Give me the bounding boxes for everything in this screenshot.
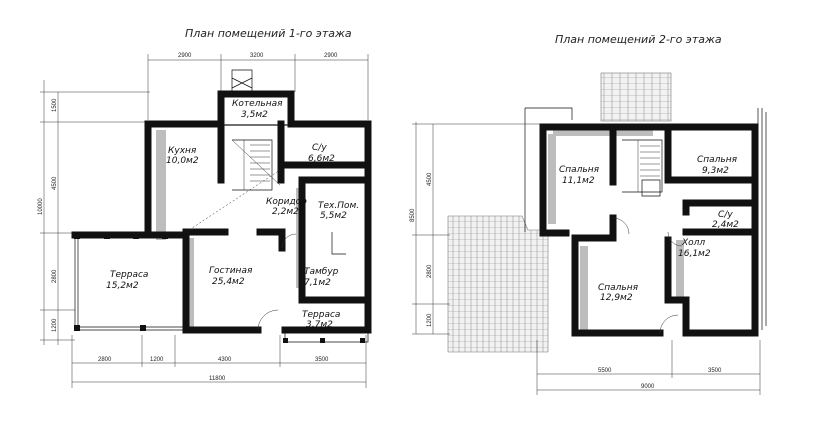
room-label: С/у <box>718 210 733 220</box>
room-label: Холл <box>681 238 705 248</box>
room-label: Терраса <box>302 310 340 320</box>
room-area: 2,2м2 <box>272 207 299 217</box>
room-area: 3,5м2 <box>241 110 268 120</box>
roof-tiles-top <box>600 72 672 122</box>
room-label: Спальня <box>559 165 600 175</box>
dim-bottom-1: 2800 <box>98 357 112 363</box>
dim2-left-total: 8500 <box>410 208 416 222</box>
room-area: 5,5м2 <box>320 211 347 221</box>
room-area: 11,1м2 <box>562 176 595 186</box>
floor1-stairs <box>231 139 281 191</box>
room-label: Котельная <box>232 99 283 109</box>
room-area: 3,7м2 <box>306 320 333 330</box>
roof-tiles-left <box>447 215 549 353</box>
dim2-bottom-total: 9000 <box>641 384 655 390</box>
room-label: Тех.Пом. <box>318 201 359 211</box>
room-area: 9,3м2 <box>702 166 729 176</box>
floor1-dims-left: 10000 1500 4500 2800 1200 <box>38 80 150 345</box>
dim2-left-1: 4500 <box>427 172 433 186</box>
dim-left-1: 1500 <box>52 98 58 112</box>
room-area: 7,1м2 <box>304 278 331 288</box>
dim-bottom-3: 4300 <box>218 357 232 363</box>
dim2-left-3: 1200 <box>427 313 433 327</box>
room-area: 15,2м2 <box>106 281 139 291</box>
floor2-stairs <box>622 139 663 197</box>
floor2-title: План помещений 2-го этажа <box>555 33 722 46</box>
floor1-title: План помещений 1-го этажа <box>185 27 352 40</box>
room-label: Спальня <box>697 155 738 165</box>
dim-left-4: 1200 <box>52 318 58 332</box>
terrace-bottom <box>283 330 369 343</box>
dim2-left-2: 2800 <box>427 264 433 278</box>
dim-left-3: 2800 <box>52 269 58 283</box>
dim-left-total: 10000 <box>38 198 44 215</box>
room-label: Кухня <box>168 146 197 156</box>
room-label: Тамбур <box>304 267 339 277</box>
floor1-plan: План помещений 1-го этажа 2900 3200 2900… <box>38 27 372 388</box>
room-label: С/у <box>312 143 327 153</box>
dim-bottom-4: 3500 <box>315 357 329 363</box>
dim-left-2: 4500 <box>52 176 58 190</box>
dim-bottom-2: 1200 <box>150 357 164 363</box>
dim-top-1: 2900 <box>178 53 192 59</box>
room-area: 2,4м2 <box>712 220 739 230</box>
floor1-dims-bottom: 2800 1200 4300 3500 11800 <box>71 335 367 388</box>
room-area: 6,6м2 <box>308 154 335 164</box>
dim2-bottom-2: 3500 <box>708 368 722 374</box>
terrace-left <box>71 231 190 331</box>
floor2-plan: План помещений 2-го этажа 8500 4500 2800… <box>410 33 767 395</box>
floor1-dims-top: 2900 3200 2900 <box>147 53 369 120</box>
dim2-bottom-1: 5500 <box>598 368 612 374</box>
room-label: Спальня <box>598 283 639 293</box>
room-area: 10,0м2 <box>166 156 199 166</box>
room-area: 25,4м2 <box>212 277 245 287</box>
dim-top-3: 2900 <box>324 53 338 59</box>
floor2-dims-bottom: 5500 3500 9000 <box>536 340 761 395</box>
dim-bottom-total: 11800 <box>209 376 226 382</box>
dim-top-2: 3200 <box>250 53 264 59</box>
room-label: Терраса <box>110 270 148 280</box>
floor2-dims-left: 8500 4500 2800 1200 <box>410 122 545 335</box>
room-label: Гостиная <box>209 266 253 276</box>
room-area: 16,1м2 <box>678 249 711 259</box>
room-area: 12,9м2 <box>600 293 633 303</box>
room-label: Коридор <box>266 197 307 207</box>
